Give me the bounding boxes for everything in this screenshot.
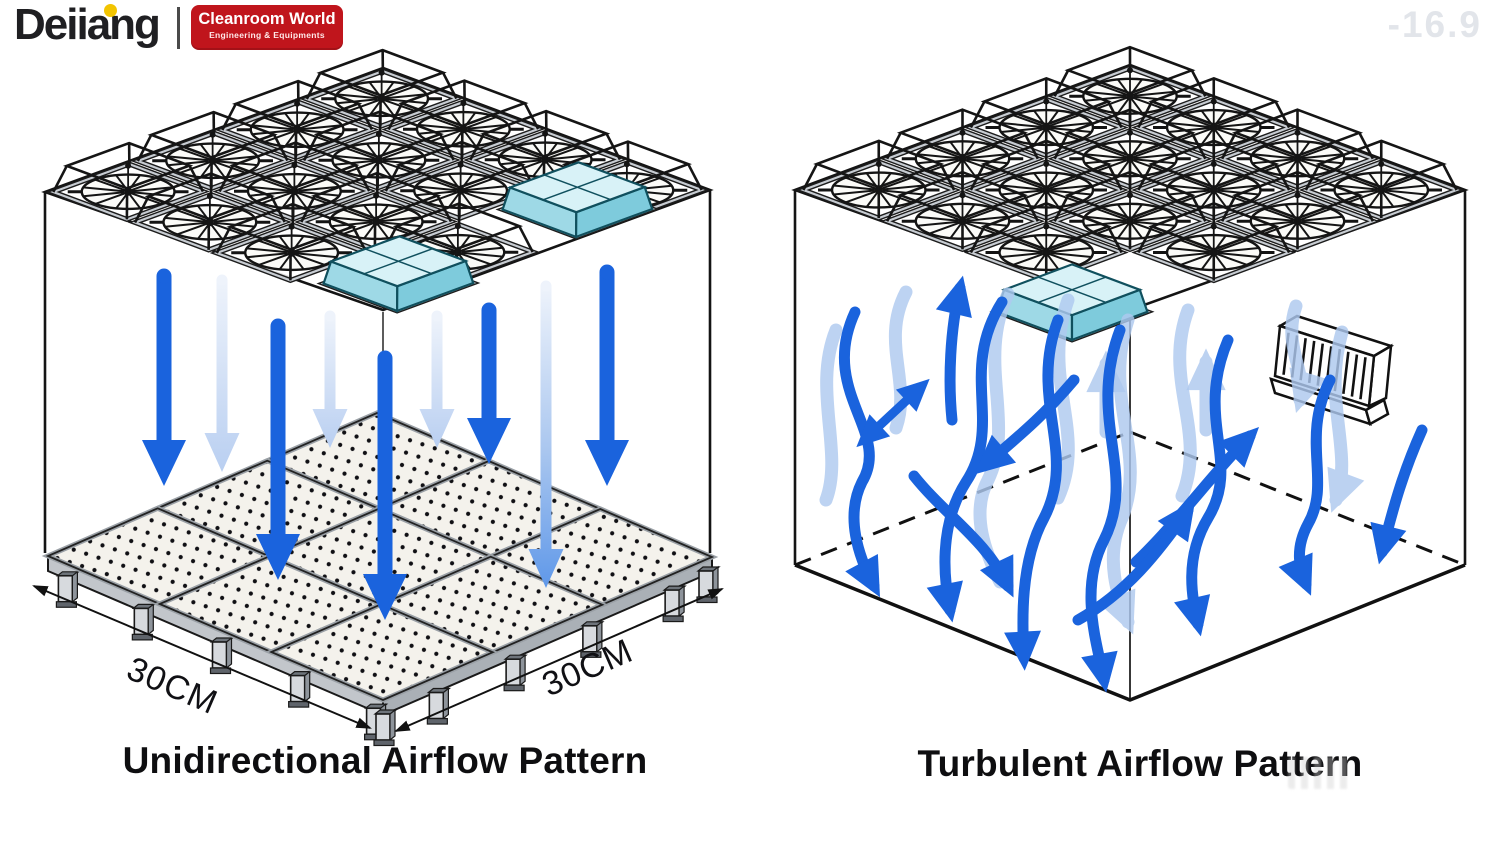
- ffu-fan-grid-right: [796, 45, 1464, 343]
- ffu-fan-grid-left: [46, 48, 709, 314]
- header: Deiiang Cleanroom World Engineering & Eq…: [0, 0, 1500, 58]
- turbulent-swirl-arrows: [819, 275, 1428, 693]
- brand-logo-text: Deiiang: [14, 0, 161, 49]
- badge-subtitle: Engineering & Equipments: [209, 30, 325, 40]
- caption-unidirectional: Unidirectional Airflow Pattern: [122, 740, 648, 781]
- laminar-down-arrows: [142, 264, 629, 620]
- caption-turbulent: Turbulent Airflow Pattern: [917, 743, 1363, 784]
- badge-title: Cleanroom World: [198, 10, 336, 28]
- corner-watermark: -16.9: [1387, 4, 1482, 45]
- brand-logo-dot-icon: [104, 4, 117, 17]
- faint-watermark: [1288, 757, 1350, 789]
- header-divider: [177, 7, 180, 49]
- brand-badge: Cleanroom World Engineering & Equipments: [191, 5, 343, 50]
